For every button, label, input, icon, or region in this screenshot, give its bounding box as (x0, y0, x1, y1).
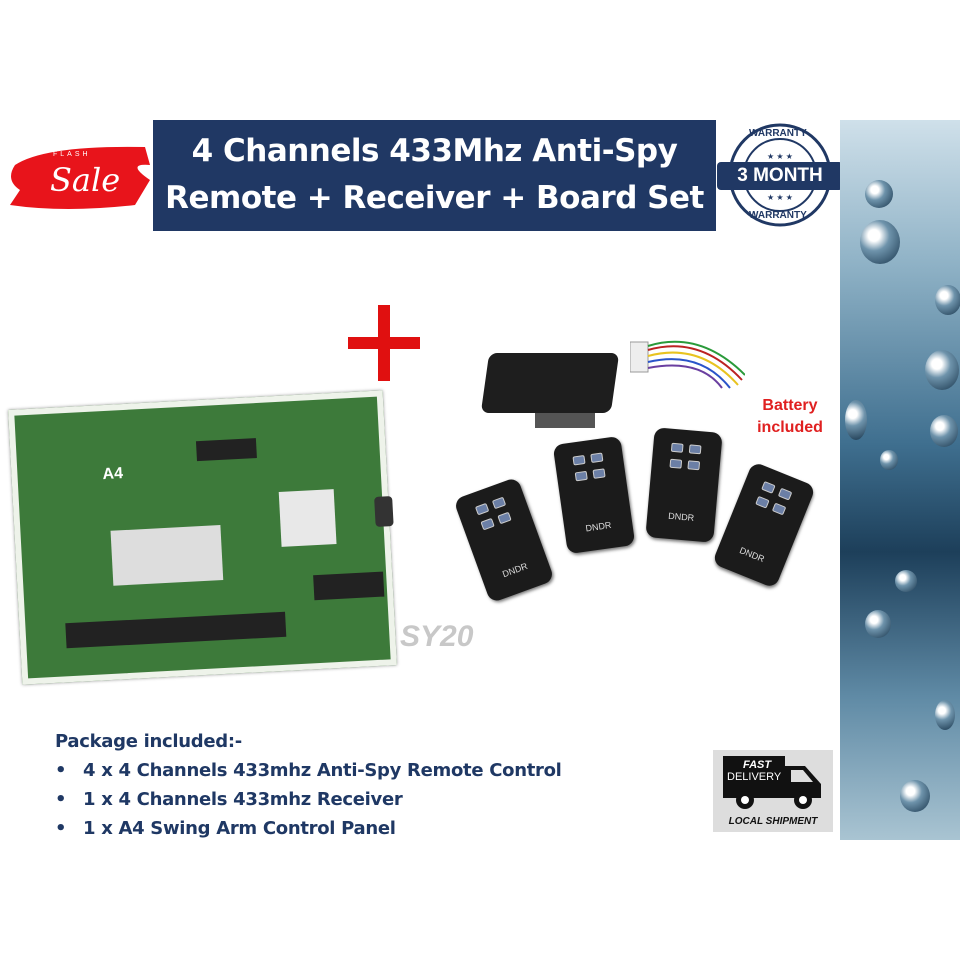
watermark-text: SY20 (400, 620, 474, 653)
warranty-duration: 3 MONTH (717, 162, 843, 190)
remote-control: DNDR (645, 427, 723, 543)
red-brush-stroke-icon (10, 146, 150, 209)
wire-harness-image (629, 330, 746, 390)
package-item: • 1 x A4 Swing Arm Control Panel (55, 814, 562, 843)
remote-control: DNDR (453, 476, 555, 604)
remote-control: DNDR (711, 461, 817, 589)
package-item-text: 1 x A4 Swing Arm Control Panel (83, 818, 396, 839)
title-banner: 4 Channels 433Mhz Anti-Spy Remote + Rece… (153, 120, 716, 231)
package-item: • 4 x 4 Channels 433mhz Anti-Spy Remote C… (55, 756, 562, 785)
package-item: • 1 x 4 Channels 433mhz Receiver (55, 785, 562, 814)
package-heading: Package included:- (55, 731, 242, 752)
bullet: • (55, 760, 67, 781)
package-contents: Package included:- • 4 x 4 Channels 433mh… (55, 727, 562, 843)
delivery-label: DELIVERY (727, 771, 782, 783)
local-shipment-label: LOCAL SHIPMENT (728, 816, 818, 827)
delivery-truck-icon (723, 756, 821, 809)
control-board-image: A4 (8, 390, 397, 685)
plus-icon (348, 305, 420, 381)
remote-brand: DNDR (584, 519, 613, 534)
remote-brand: DNDR (501, 560, 529, 580)
svg-text:★ ★ ★: ★ ★ ★ (767, 193, 793, 202)
bullet: • (55, 789, 67, 810)
board-label: A4 (102, 465, 124, 484)
remote-brand: DNDR (667, 510, 695, 523)
title-line-1: 4 Channels 433Mhz Anti-Spy (191, 133, 678, 169)
svg-text:★ ★ ★: ★ ★ ★ (767, 152, 793, 161)
battery-note-line-2: included (757, 419, 823, 436)
battery-note-line-1: Battery (762, 397, 818, 414)
remote-control: DNDR (552, 435, 636, 555)
battery-note: Battery included (745, 395, 835, 439)
bullet: • (55, 818, 67, 839)
receiver-image (480, 318, 620, 433)
flash-label: FLASH (53, 151, 91, 158)
water-droplets-panel (840, 120, 960, 840)
fast-delivery-badge: FAST DELIVERY LOCAL SHIPMENT (713, 750, 833, 832)
warranty-top-text: WARRANTY (749, 128, 807, 139)
delivery-fast: FAST (743, 759, 772, 771)
warranty-badge: ★ ★ ★ ★ ★ ★ WARRANTY 3 MONTH WARRANTY (717, 122, 843, 228)
package-item-text: 4 x 4 Channels 433mhz Anti-Spy Remote Co… (83, 760, 562, 781)
warranty-bottom-text: WARRANTY (749, 210, 807, 221)
title-line-2: Remote + Receiver + Board Set (165, 180, 704, 216)
flash-sale-badge: FLASH Sale (5, 135, 153, 215)
remote-brand: DNDR (738, 545, 766, 565)
sale-label: Sale (50, 161, 121, 199)
package-item-text: 1 x 4 Channels 433mhz Receiver (83, 789, 403, 810)
